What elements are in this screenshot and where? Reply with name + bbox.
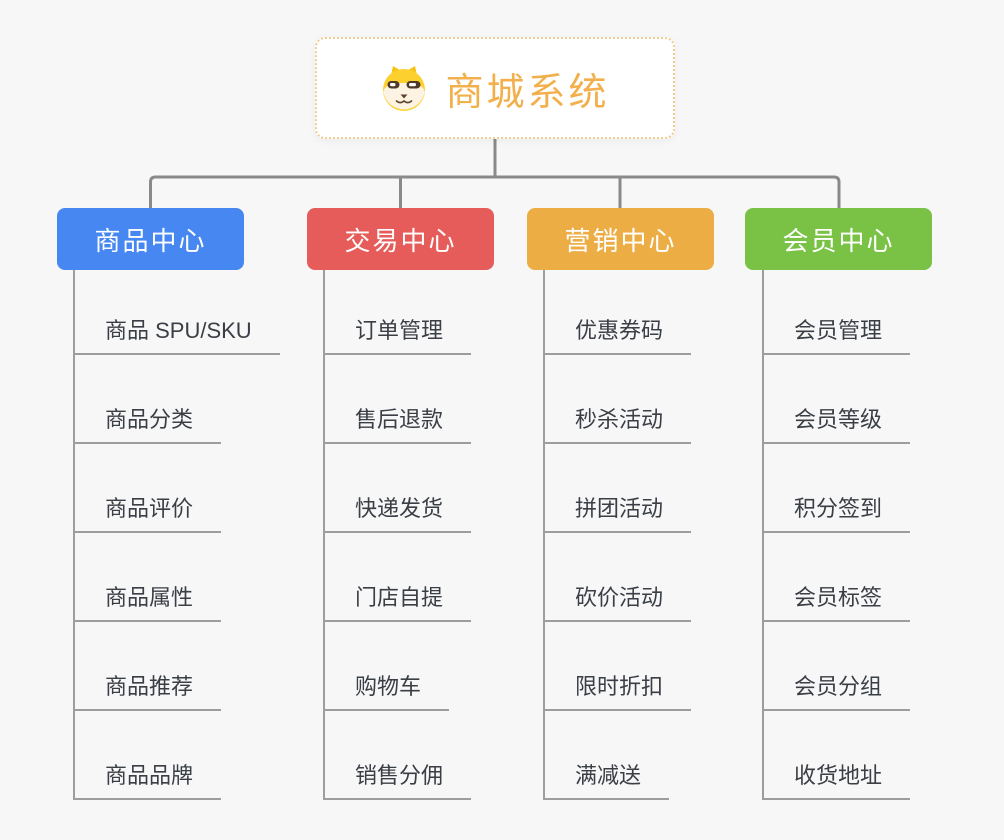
- item-row: 购物车: [323, 622, 570, 711]
- dog-face-icon: [383, 66, 426, 111]
- branch-label: 交易中心: [344, 225, 457, 256]
- item-topic[interactable]: 购物车: [323, 669, 450, 711]
- item-row: 砍价活动: [543, 533, 790, 622]
- item-topic[interactable]: 满减送: [543, 758, 670, 800]
- branch-items-column-marketing: 优惠券码 秒杀活动 拼团活动 砍价活动 限时折扣 满减送: [543, 266, 790, 800]
- item-row: 订单管理: [323, 266, 570, 355]
- item-topic[interactable]: 门店自提: [323, 580, 472, 622]
- branch-node-marketing-center[interactable]: 营销中心: [527, 208, 714, 270]
- item-topic[interactable]: 优惠券码: [543, 313, 692, 355]
- item-row: 商品品牌: [73, 711, 320, 800]
- item-topic[interactable]: 会员标签: [762, 580, 911, 622]
- item-topic[interactable]: 砍价活动: [543, 580, 692, 622]
- item-row: 会员等级: [762, 355, 1004, 444]
- item-topic[interactable]: 售后退款: [323, 402, 472, 444]
- item-topic[interactable]: 会员管理: [762, 313, 911, 355]
- branch-items-column-product: 商品 SPU/SKU 商品分类 商品评价 商品属性 商品推荐 商品品牌: [73, 266, 320, 800]
- item-topic[interactable]: 商品品牌: [73, 758, 222, 800]
- root-node[interactable]: 商城系统: [315, 37, 675, 139]
- item-topic[interactable]: 秒杀活动: [543, 402, 692, 444]
- item-row: 会员标签: [762, 533, 1004, 622]
- branch-items-column-trade: 订单管理 售后退款 快递发货 门店自提 购物车 销售分佣: [323, 266, 570, 800]
- branch-label: 会员中心: [782, 225, 895, 256]
- item-row: 限时折扣: [543, 622, 790, 711]
- root-node-label: 商城系统: [445, 71, 610, 114]
- branch-items-column-member: 会员管理 会员等级 积分签到 会员标签 会员分组 收货地址: [762, 266, 1004, 800]
- item-row: 满减送: [543, 711, 790, 800]
- item-topic[interactable]: 会员等级: [762, 402, 911, 444]
- item-topic[interactable]: 订单管理: [323, 313, 472, 355]
- item-topic[interactable]: 会员分组: [762, 669, 911, 711]
- item-row: 积分签到: [762, 444, 1004, 533]
- item-row: 商品属性: [73, 533, 320, 622]
- item-topic[interactable]: 商品属性: [73, 580, 222, 622]
- item-topic[interactable]: 销售分佣: [323, 758, 472, 800]
- item-topic[interactable]: 商品 SPU/SKU: [73, 313, 280, 355]
- item-row: 收货地址: [762, 711, 1004, 800]
- item-topic[interactable]: 积分签到: [762, 491, 911, 533]
- item-topic[interactable]: 商品推荐: [73, 669, 222, 711]
- item-topic[interactable]: 商品评价: [73, 491, 222, 533]
- item-row: 会员分组: [762, 622, 1004, 711]
- item-topic[interactable]: 拼团活动: [543, 491, 692, 533]
- item-row: 拼团活动: [543, 444, 790, 533]
- item-row: 售后退款: [323, 355, 570, 444]
- branch-node-member-center[interactable]: 会员中心: [745, 208, 932, 270]
- branch-label: 营销中心: [564, 225, 677, 256]
- item-topic[interactable]: 限时折扣: [543, 669, 692, 711]
- item-row: 快递发货: [323, 444, 570, 533]
- item-row: 会员管理: [762, 266, 1004, 355]
- item-row: 优惠券码: [543, 266, 790, 355]
- item-topic[interactable]: 快递发货: [323, 491, 472, 533]
- item-row: 商品 SPU/SKU: [73, 266, 320, 355]
- item-topic[interactable]: 收货地址: [762, 758, 911, 800]
- item-topic[interactable]: 商品分类: [73, 402, 222, 444]
- item-row: 秒杀活动: [543, 355, 790, 444]
- branch-node-trade-center[interactable]: 交易中心: [307, 208, 494, 270]
- item-row: 商品评价: [73, 444, 320, 533]
- branch-label: 商品中心: [94, 225, 207, 256]
- item-row: 商品推荐: [73, 622, 320, 711]
- item-row: 门店自提: [323, 533, 570, 622]
- branch-node-product-center[interactable]: 商品中心: [57, 208, 244, 270]
- item-row: 销售分佣: [323, 711, 570, 800]
- item-row: 商品分类: [73, 355, 320, 444]
